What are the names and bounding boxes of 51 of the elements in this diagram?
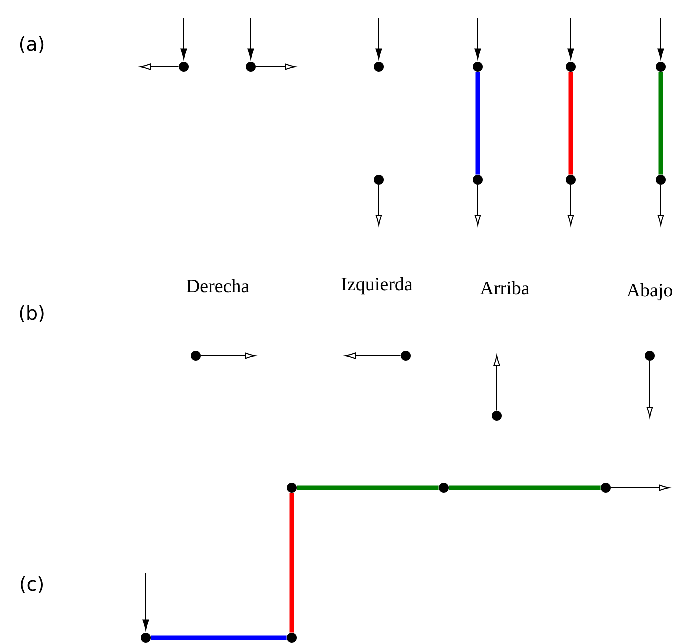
dot (473, 62, 483, 72)
dot (246, 62, 256, 72)
arrow (180, 18, 188, 60)
panel-label: (c) (21, 576, 43, 594)
dot (374, 62, 384, 72)
connector-line (568, 72, 574, 175)
dot (179, 62, 189, 72)
connector-line (476, 72, 480, 175)
connector-line (290, 493, 294, 633)
panel-label: (a) (20, 36, 44, 54)
arrow (474, 18, 482, 60)
arrow (248, 18, 254, 60)
dot (601, 482, 611, 493)
connector-line (297, 486, 439, 490)
arrow (140, 64, 180, 70)
arrow (646, 360, 654, 418)
dot (287, 482, 297, 493)
dot (401, 350, 411, 361)
direction-label: Derecha (186, 279, 250, 293)
dot (566, 174, 576, 185)
arrow (658, 18, 664, 60)
dot (439, 482, 449, 493)
connector-line (449, 486, 601, 490)
arrow (200, 352, 256, 360)
dot (473, 174, 483, 185)
dot (287, 632, 297, 643)
arrow (568, 184, 574, 226)
arrow (658, 184, 664, 226)
arrow (142, 572, 150, 630)
panel-label: (b) (20, 306, 44, 322)
dot (566, 62, 576, 72)
dot (141, 632, 151, 643)
connector-line (658, 72, 664, 175)
dot (645, 350, 655, 361)
arrow (474, 184, 482, 226)
dot (374, 174, 384, 185)
arrow (376, 18, 382, 60)
arrow (376, 184, 382, 226)
dot (656, 174, 666, 185)
arrow (256, 64, 296, 70)
arrow (494, 355, 500, 412)
arrow (345, 352, 402, 360)
arrow (610, 484, 670, 492)
direction-label: Izquierda (342, 277, 413, 295)
dot (492, 410, 502, 421)
connector-line (151, 636, 287, 640)
direction-label: Abajo (626, 283, 672, 301)
dot (656, 62, 666, 72)
dot (191, 350, 201, 361)
direction-label: Arriba (480, 281, 530, 295)
arrow (568, 18, 574, 60)
